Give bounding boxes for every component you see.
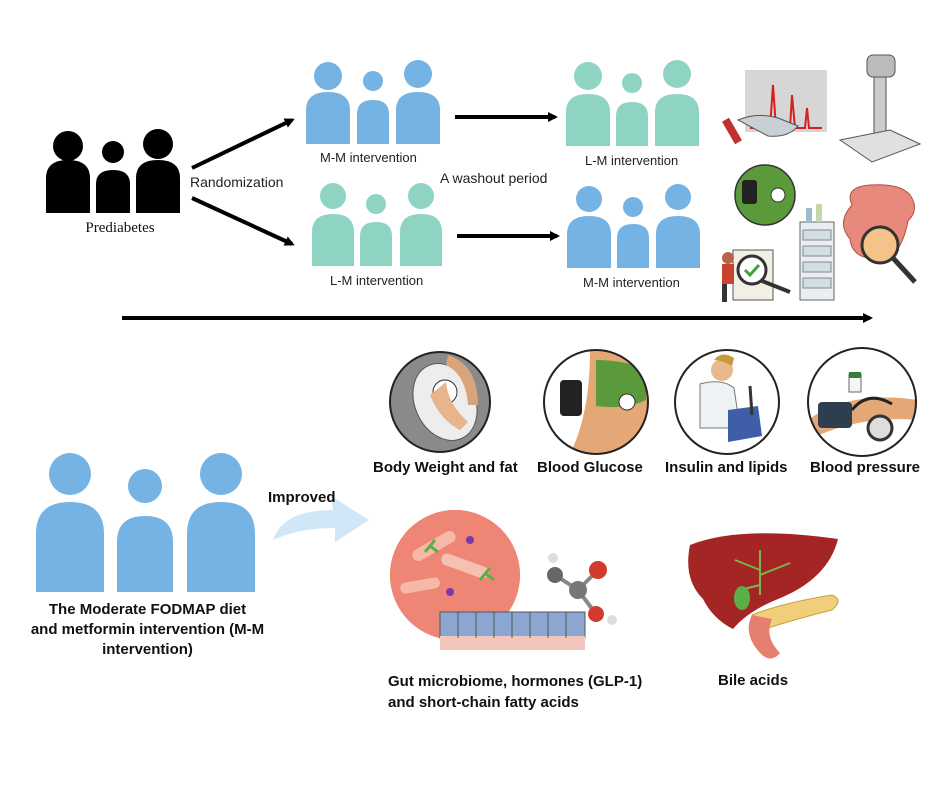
- outcome-bp-label: Blood pressure: [810, 459, 921, 476]
- improved-arrow-icon: [273, 496, 369, 542]
- chromatography-icon: [722, 70, 827, 145]
- intervention-line-3: intervention): [102, 641, 193, 658]
- arm1-first-label: M-M intervention: [320, 150, 417, 165]
- gut-line-2: and short-chain fatty acids: [388, 694, 579, 711]
- gut-outcome-label: Gut microbiome, hormones (GLP-1) and sho…: [388, 671, 642, 713]
- intervention-description: The Moderate FODMAP diet and metformin i…: [10, 600, 285, 660]
- lab-pipette-icon: [674, 349, 780, 455]
- prediabetes-people-icon: [46, 129, 180, 213]
- arm2-lm-people-icon: [312, 183, 442, 266]
- gut-line-1: Gut microbiome, hormones (GLP-1): [388, 673, 643, 690]
- glucose-monitor-icon: [734, 164, 796, 226]
- hplc-instrument-icon: [799, 204, 835, 301]
- improved-label: Improved: [268, 489, 336, 506]
- flow-arrows: [122, 112, 873, 323]
- arm2-mm-people-icon: [567, 184, 700, 268]
- arm2-first-label: L-M intervention: [330, 273, 424, 288]
- intestine-magnifier-icon: [843, 184, 917, 284]
- blood-pressure-cuff-icon: [807, 347, 917, 457]
- body-scale-icon: [838, 54, 922, 163]
- intervention-line-1: The Moderate FODMAP diet: [48, 601, 247, 618]
- scfa-molecule-icon: [547, 553, 617, 625]
- glucose-sensor-icon: [543, 349, 649, 455]
- arm1-mm-people-icon: [306, 60, 440, 144]
- bile-acids-label: Bile acids: [718, 672, 789, 689]
- outcome-insulin-label: Insulin and lipids: [665, 459, 788, 476]
- randomization-label: Randomization: [190, 174, 284, 190]
- outcome-glucose-label: Blood Glucose: [537, 459, 643, 476]
- intervention-line-2: and metformin intervention (M-M: [30, 621, 265, 638]
- arm1-second-label: L-M intervention: [585, 153, 679, 168]
- washout-label: A washout period: [440, 170, 548, 186]
- gut-microbiome-icon: [390, 510, 586, 650]
- arm2-second-label: M-M intervention: [583, 275, 680, 290]
- weight-scale-icon: [389, 351, 491, 453]
- liver-pancreas-icon: [688, 533, 839, 659]
- checklist-icon: [722, 249, 791, 302]
- arm1-lm-people-icon: [566, 60, 699, 146]
- prediabetes-label: Prediabetes: [85, 220, 155, 236]
- outcome-weight-label: Body Weight and fat: [373, 459, 518, 476]
- mm-intervention-people-icon: [36, 453, 255, 592]
